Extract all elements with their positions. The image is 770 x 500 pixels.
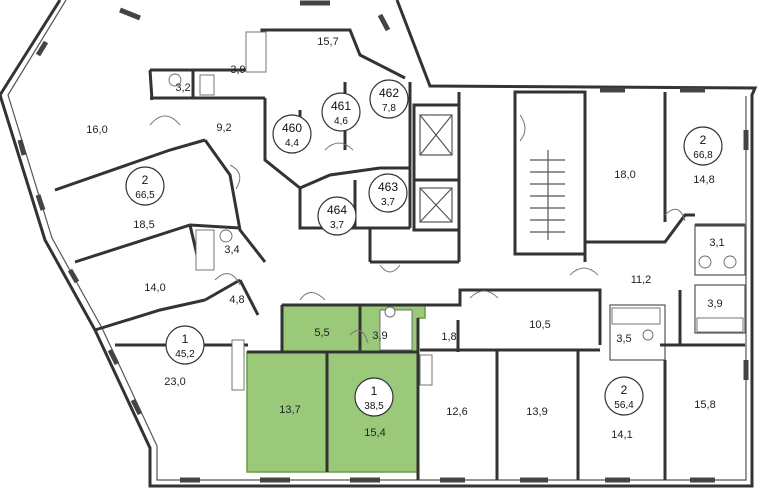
storeroom-number: 460	[282, 121, 302, 135]
room-label: 5,5	[314, 327, 329, 339]
storeroom-number: 464	[327, 203, 347, 217]
apartment-area: 38,5	[364, 401, 384, 412]
room-label: 16,0	[86, 124, 107, 136]
storeroom-number: 462	[379, 86, 399, 100]
storeroom-badge[interactable]: 464 3,7	[317, 196, 357, 236]
exterior-walls	[0, 0, 758, 488]
room-label: 14,8	[693, 174, 714, 186]
apartment-badge[interactable]: 1 45,2	[165, 325, 205, 365]
room-label: 15,8	[694, 399, 715, 411]
storeroom-badge[interactable]: 462 7,8	[369, 79, 409, 119]
room-label: 3,9	[707, 298, 722, 310]
room-label: 3,5	[616, 333, 631, 345]
room-label: 3,1	[709, 237, 724, 249]
room-label: 18,0	[614, 169, 635, 181]
apartment-rooms: 2	[700, 133, 707, 147]
apartment-rooms: 2	[142, 173, 149, 187]
room-label: 15,4	[364, 427, 385, 439]
storeroom-area: 4,6	[334, 116, 348, 127]
storeroom-area: 7,8	[382, 103, 396, 114]
storeroom-number: 461	[331, 99, 351, 113]
doors	[149, 114, 686, 344]
storeroom-area: 3,7	[381, 197, 395, 208]
elevator-core	[419, 114, 453, 223]
room-label: 23,0	[164, 376, 185, 388]
windows	[17, 0, 749, 483]
apartment-badge[interactable]: 2 56,4	[604, 376, 644, 416]
apartment-badge[interactable]: 2 66,5	[125, 166, 165, 206]
storeroom-badge[interactable]: 460 4,4	[272, 114, 312, 154]
apartment-area: 66,5	[135, 190, 155, 201]
room-label: 3,4	[224, 244, 239, 256]
room-label: 14,1	[611, 429, 632, 441]
storeroom-badge[interactable]: 461 4,6	[321, 92, 361, 132]
room-label: 3,9	[230, 64, 245, 76]
room-label: 11,2	[631, 274, 652, 286]
storeroom-area: 4,4	[285, 138, 299, 149]
room-label: 3,2	[175, 82, 190, 94]
apartment-badge[interactable]: 2 66,8	[683, 126, 723, 166]
room-label: 3,9	[372, 330, 387, 342]
room-label: 13,7	[279, 404, 300, 416]
storeroom-number: 463	[378, 180, 398, 194]
apartment-rooms: 1	[371, 384, 378, 398]
room-label: 14,0	[144, 282, 165, 294]
room-label: 1,8	[441, 331, 456, 343]
room-label: 9,2	[216, 122, 231, 134]
apartment-area: 66,8	[693, 150, 713, 161]
room-label: 15,7	[317, 36, 338, 48]
storeroom-area: 3,7	[330, 220, 344, 231]
room-labels: 15,7 3,9 3,2 16,0 9,2 18,5 3,4 14,0 4,8 …	[86, 36, 724, 441]
room-label: 4,8	[229, 294, 244, 306]
apartment-area: 45,2	[175, 349, 195, 360]
room-label: 13,9	[526, 406, 547, 418]
room-label: 18,5	[133, 219, 154, 231]
apartment-area: 56,4	[614, 400, 634, 411]
apartment-rooms: 2	[621, 383, 628, 397]
room-label: 12,6	[446, 406, 467, 418]
apartment-badge[interactable]: 1 38,5	[354, 377, 394, 417]
sanitary-fixtures	[168, 31, 744, 391]
staircase	[530, 150, 565, 240]
apartment-rooms: 1	[182, 332, 189, 346]
room-label: 10,5	[529, 319, 550, 331]
storeroom-badge[interactable]: 463 3,7	[368, 173, 408, 213]
